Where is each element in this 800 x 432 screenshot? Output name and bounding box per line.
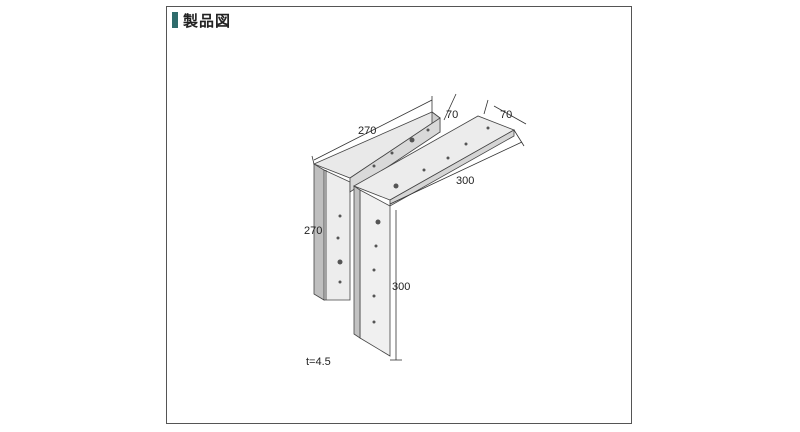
- bolt-holes: [336, 126, 490, 324]
- back-bracket-plate: [312, 111, 441, 301]
- header-accent-bar: [172, 12, 178, 28]
- front-bracket-plate: [353, 115, 515, 357]
- dim-left-height: 270: [304, 225, 322, 237]
- dim-top-left-length: 270: [358, 125, 376, 137]
- dim-top-left-width: 70: [446, 109, 458, 121]
- figure-header: 製品図: [172, 10, 231, 30]
- figure-title: 製品図: [183, 11, 232, 30]
- dim-right-length: 300: [456, 175, 474, 187]
- thickness-label: t=4.5: [306, 356, 331, 368]
- dim-lower-height: 300: [392, 281, 410, 293]
- dimension-lines: [311, 93, 527, 361]
- figure-frame: [166, 6, 632, 424]
- dim-top-right-width: 70: [500, 109, 512, 121]
